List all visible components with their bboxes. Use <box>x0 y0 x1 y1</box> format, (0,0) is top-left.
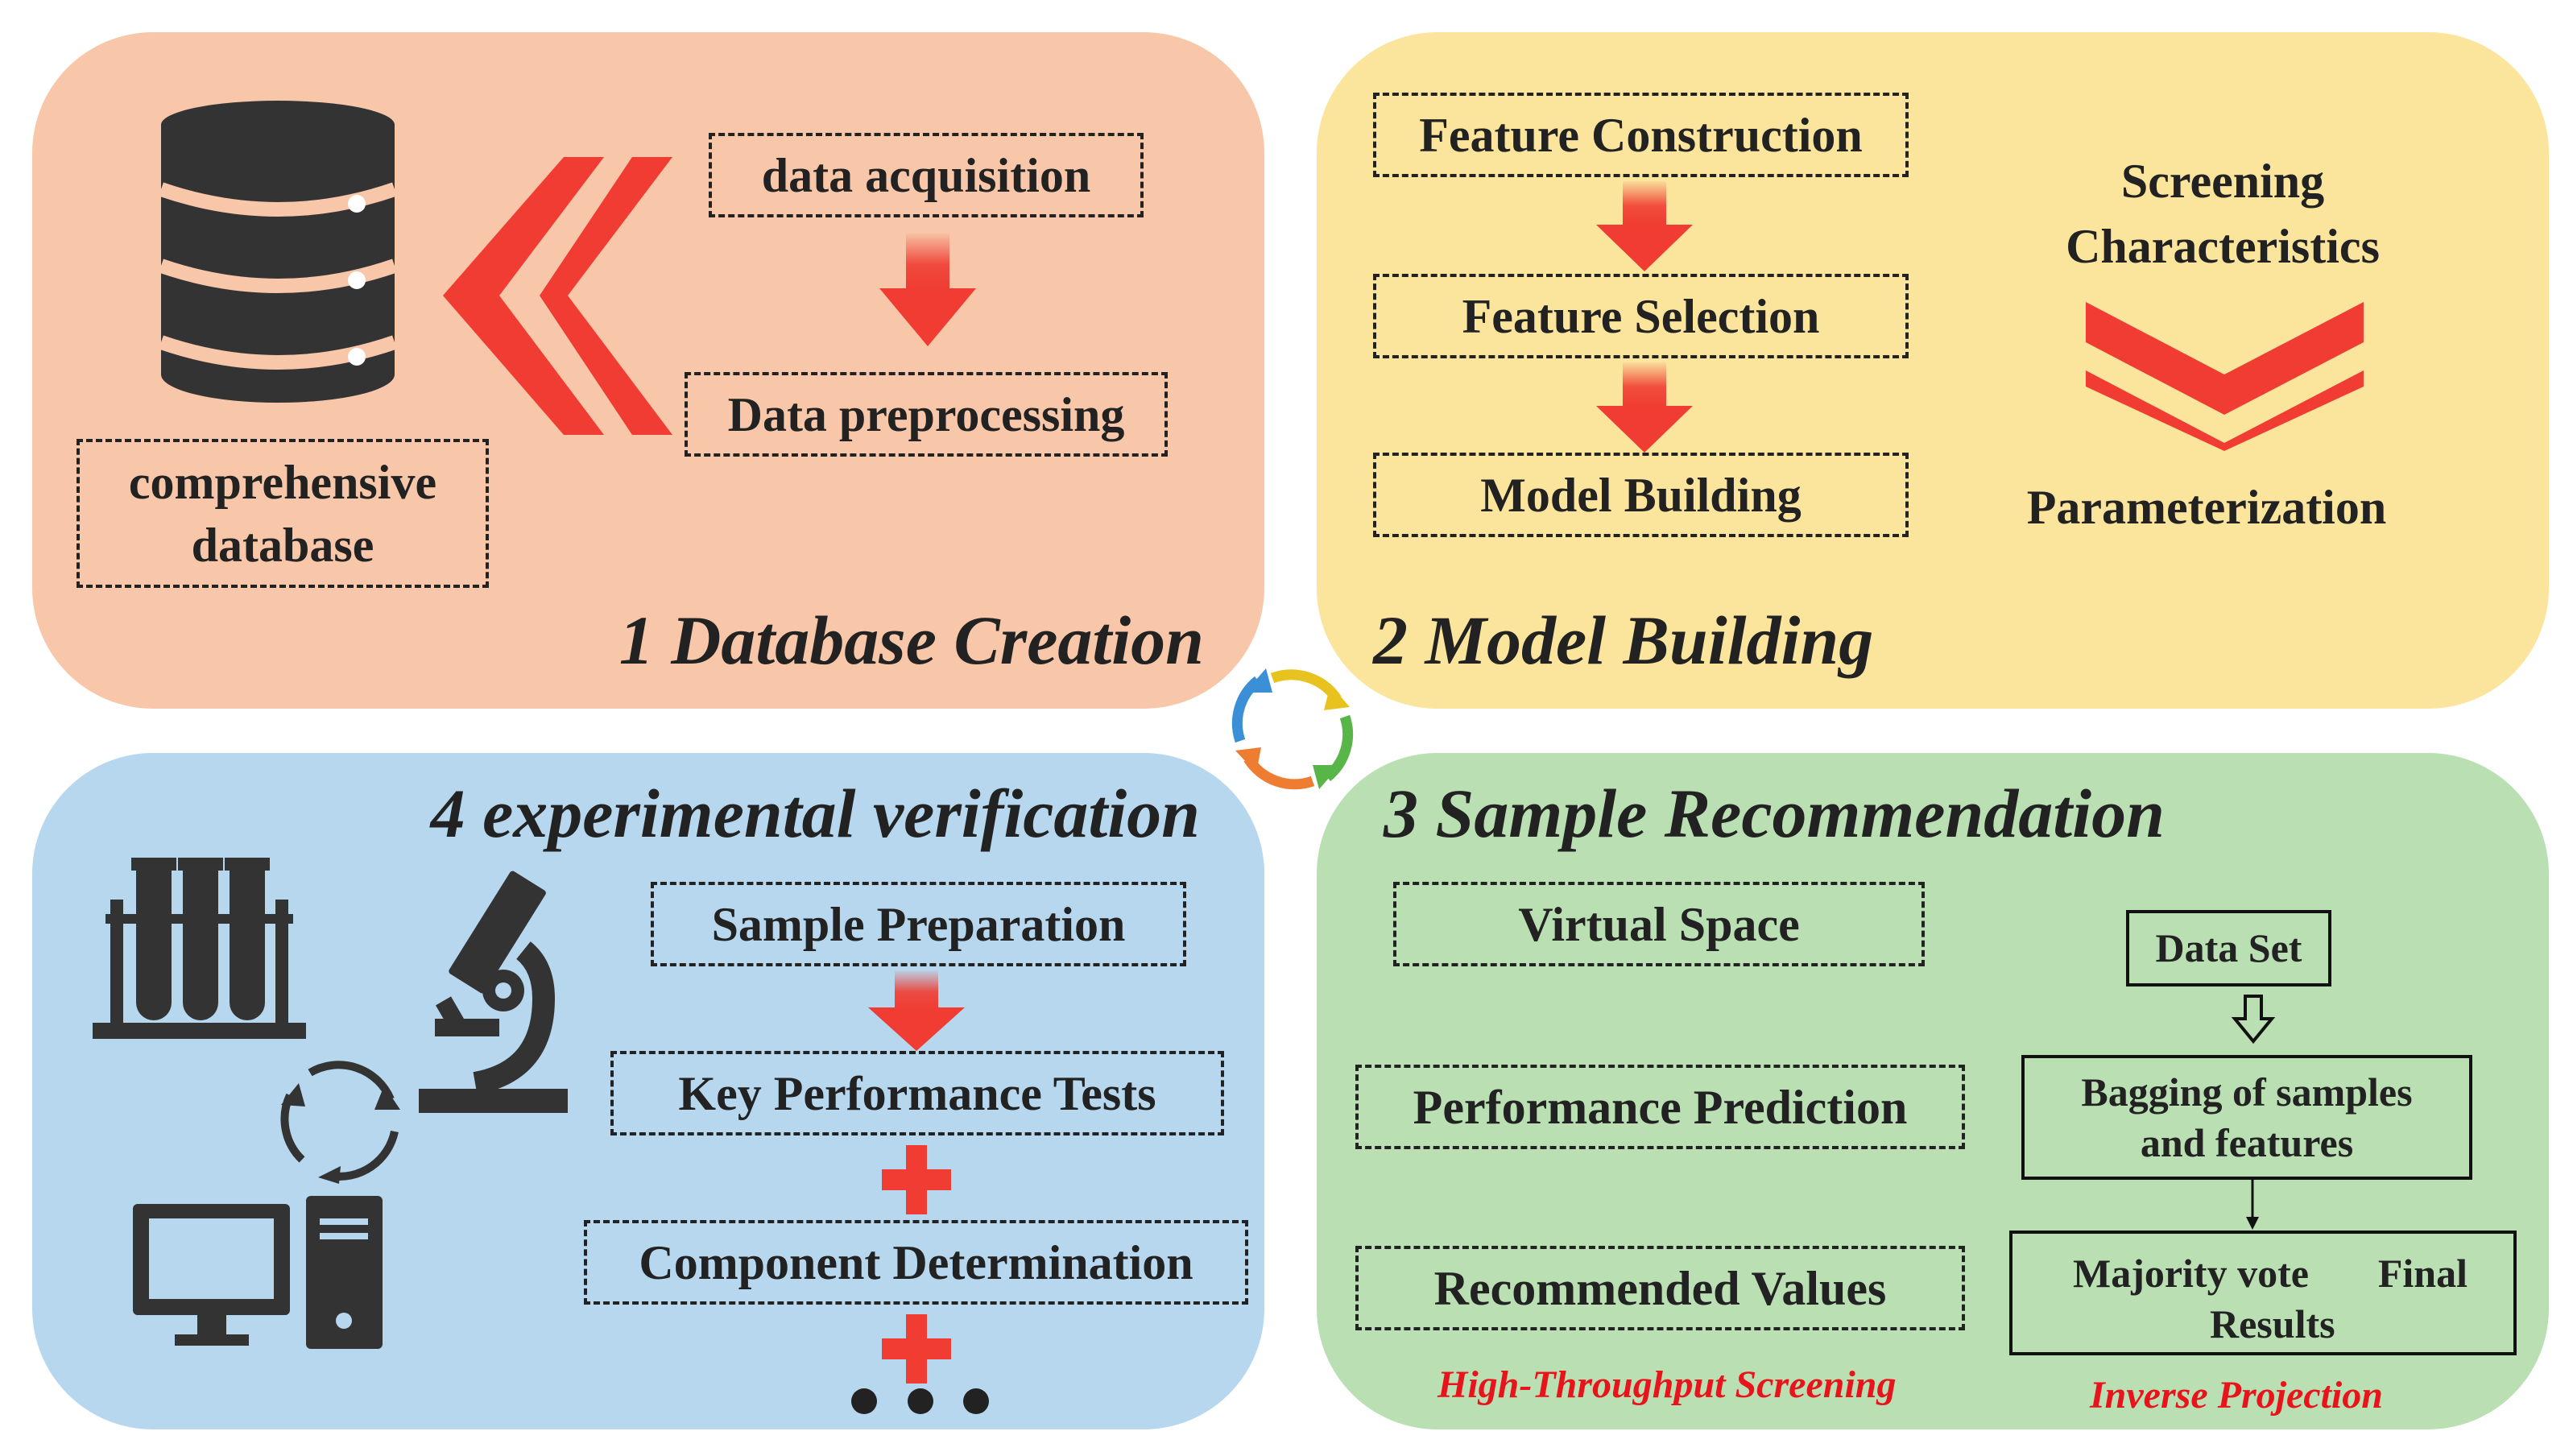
data-acquisition-box: data acquisition <box>709 133 1144 217</box>
bagging-label: Bagging of samples and features <box>2081 1069 2413 1165</box>
data-set-box: Data Set <box>2126 910 2331 987</box>
feature-selection-label: Feature Selection <box>1462 289 1820 343</box>
majority-vote-label: Majority vote <box>2073 1251 2309 1296</box>
panel-model-building <box>1317 32 2549 709</box>
high-throughput-screening-label: High-Throughput Screening <box>1437 1363 1897 1406</box>
down-arrow-icon <box>879 234 976 346</box>
recommended-values-box: Recommended Values <box>1355 1246 1965 1330</box>
data-set-label: Data Set <box>2155 925 2302 971</box>
panel4-title: 4 experimental verification <box>430 775 1200 852</box>
cycle-icon <box>280 1061 400 1184</box>
double-chevron-down-icon <box>2086 302 2364 451</box>
hollow-down-arrow-icon <box>2231 995 2276 1044</box>
final-results-line1: Final <box>2377 1251 2468 1296</box>
bagging-box: Bagging of samples and features <box>2021 1055 2472 1180</box>
panel1-title: 1 Database Creation <box>618 602 1204 679</box>
parameterization-label: Parameterization <box>2026 481 2387 534</box>
panel2-title: 2 Model Building <box>1373 602 1874 679</box>
performance-prediction-box: Performance Prediction <box>1355 1065 1965 1149</box>
down-arrow-icon <box>1596 181 1693 271</box>
data-preprocessing-box: Data preprocessing <box>685 372 1168 457</box>
down-arrow-icon <box>868 970 965 1051</box>
sample-preparation-box: Sample Preparation <box>651 882 1186 966</box>
virtual-space-label: Virtual Space <box>1518 897 1800 951</box>
performance-prediction-label: Performance Prediction <box>1413 1080 1908 1134</box>
test-tubes-icon <box>93 858 306 1039</box>
panel-sample-recommendation <box>1317 753 2549 1429</box>
data-acquisition-label: data acquisition <box>761 148 1091 202</box>
feature-selection-box: Feature Selection <box>1373 274 1909 358</box>
comprehensive-database-label: comprehensive database <box>128 455 437 572</box>
computer-icon <box>133 1196 383 1349</box>
thin-down-arrow-icon <box>2246 1180 2259 1230</box>
feature-construction-label: Feature Construction <box>1419 108 1863 162</box>
component-determination-box: Component Determination <box>584 1220 1248 1305</box>
component-determination-label: Component Determination <box>639 1235 1193 1289</box>
virtual-space-box: Virtual Space <box>1393 882 1925 966</box>
microscope-icon <box>419 871 568 1113</box>
final-results-line2: Results <box>2210 1301 2335 1346</box>
ellipsis-icon <box>851 1388 989 1414</box>
feature-construction-box: Feature Construction <box>1373 93 1909 177</box>
comprehensive-database-box: comprehensive database <box>77 439 489 588</box>
double-chevron-left-icon <box>443 157 672 435</box>
plus-icon <box>882 1314 951 1384</box>
recommended-values-label: Recommended Values <box>1433 1261 1887 1315</box>
key-performance-tests-label: Key Performance Tests <box>678 1066 1156 1120</box>
database-icon <box>159 101 397 403</box>
panel3-title: 3 Sample Recommendation <box>1384 775 2165 852</box>
screening-characteristics-label: Screening Characteristics <box>2066 155 2380 273</box>
inverse-projection-label: Inverse Projection <box>2090 1374 2383 1417</box>
sample-preparation-label: Sample Preparation <box>711 897 1126 951</box>
plus-icon <box>882 1145 951 1214</box>
cycle-icon <box>1231 668 1354 790</box>
data-preprocessing-label: Data preprocessing <box>727 387 1125 441</box>
down-arrow-icon <box>1596 362 1693 453</box>
model-building-box: Model Building <box>1373 453 1909 537</box>
key-performance-tests-box: Key Performance Tests <box>610 1051 1224 1135</box>
model-building-label: Model Building <box>1480 468 1802 522</box>
